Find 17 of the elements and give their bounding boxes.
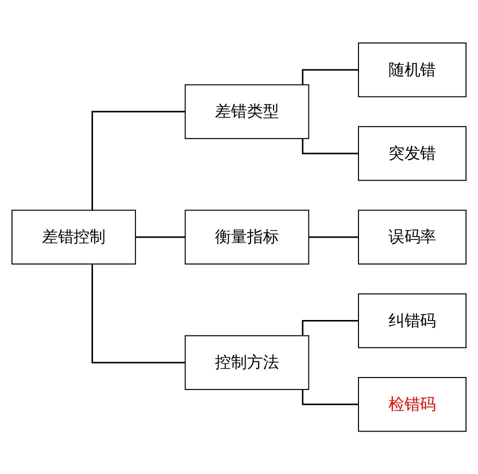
node-box: 控制方法 <box>184 335 310 390</box>
node-box: 差错类型 <box>184 84 310 139</box>
connector <box>134 236 186 238</box>
connector <box>302 68 358 85</box>
node-box: 衡量指标 <box>184 210 310 264</box>
connector <box>302 320 358 336</box>
node-box: 随机错 <box>358 42 467 98</box>
connector <box>302 138 358 154</box>
node-box: 误码率 <box>358 210 467 264</box>
connector <box>92 264 186 364</box>
connector <box>302 389 358 406</box>
node-box: 检错码 <box>358 376 467 432</box>
node-box: 差错控制 <box>11 210 136 264</box>
connector <box>308 236 358 238</box>
node-box: 纠错码 <box>358 293 467 348</box>
connector <box>92 110 186 210</box>
node-box: 突发错 <box>358 126 467 181</box>
